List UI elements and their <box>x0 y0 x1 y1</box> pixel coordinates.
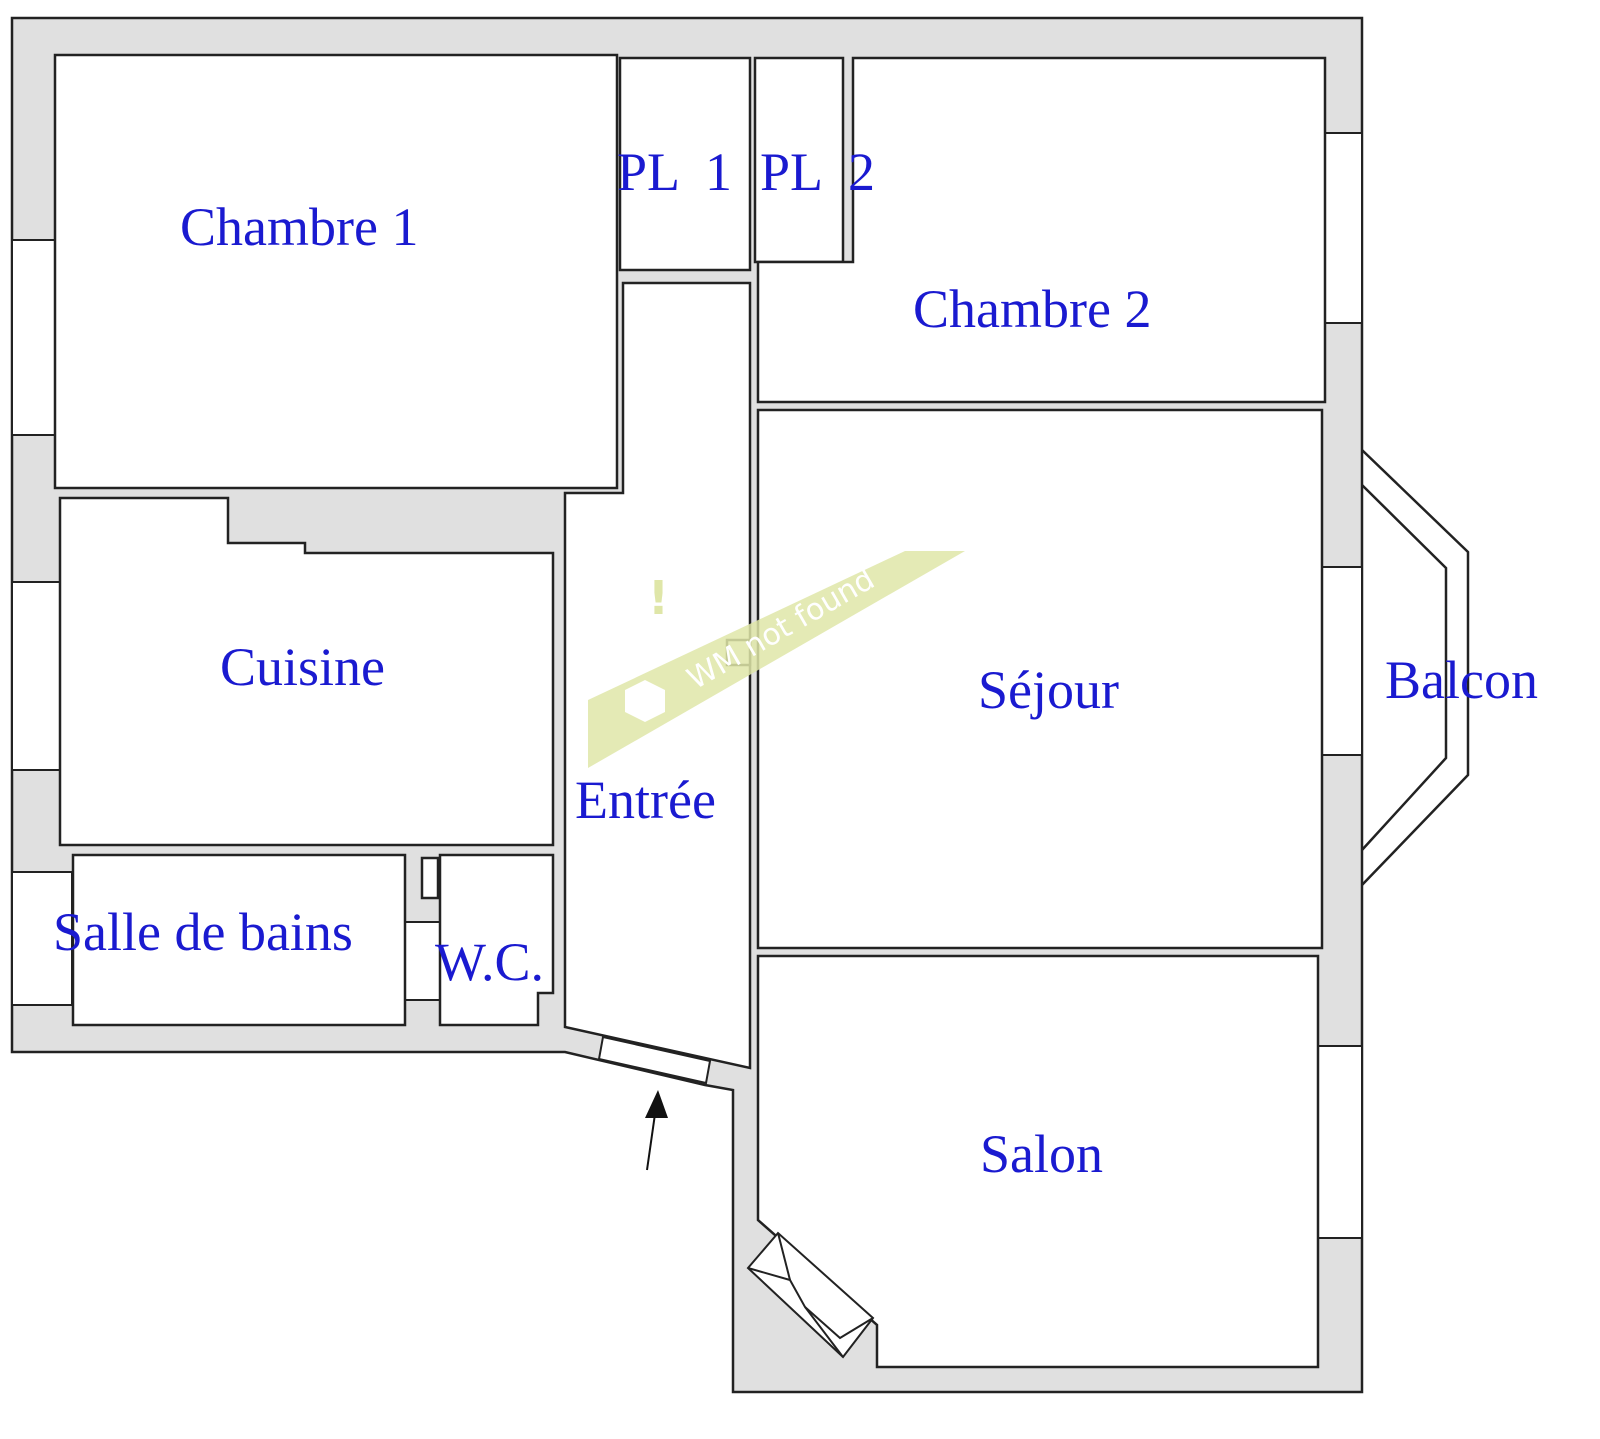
room-wc <box>438 853 555 1027</box>
corner-fixture <box>746 1231 875 1359</box>
label-cuisine: Cuisine <box>220 637 385 697</box>
watermark-mark: ! <box>648 571 669 625</box>
room-chambre-1 <box>53 53 619 490</box>
entrance-arrow-icon <box>645 1090 668 1171</box>
label-chambre-1: Chambre 1 <box>180 197 418 257</box>
label-salon: Salon <box>980 1124 1103 1184</box>
entry-door <box>597 1035 712 1085</box>
duct <box>420 856 440 900</box>
label-chambre-2: Chambre 2 <box>913 279 1151 339</box>
watermark-logo-icon <box>625 680 665 722</box>
room-sejour <box>756 408 1324 950</box>
balcony-railing <box>1361 449 1470 886</box>
label-balcon: Balcon <box>1385 650 1538 710</box>
room-salle-de-bains <box>71 853 407 1027</box>
room-pl-1 <box>618 56 752 272</box>
label-pl-1: PL 1 <box>617 142 732 202</box>
room-pl-2 <box>753 56 845 264</box>
room-salon <box>756 954 1320 1369</box>
room-cuisine <box>58 496 555 847</box>
label-wc: W.C. <box>435 932 544 992</box>
label-pl-2: PL 2 <box>760 142 875 202</box>
room-chambre-2 <box>756 56 1327 404</box>
label-sejour: Séjour <box>978 660 1119 720</box>
label-salle-de-bains: Salle de bains <box>53 902 353 962</box>
label-entree: Entrée <box>575 770 716 830</box>
